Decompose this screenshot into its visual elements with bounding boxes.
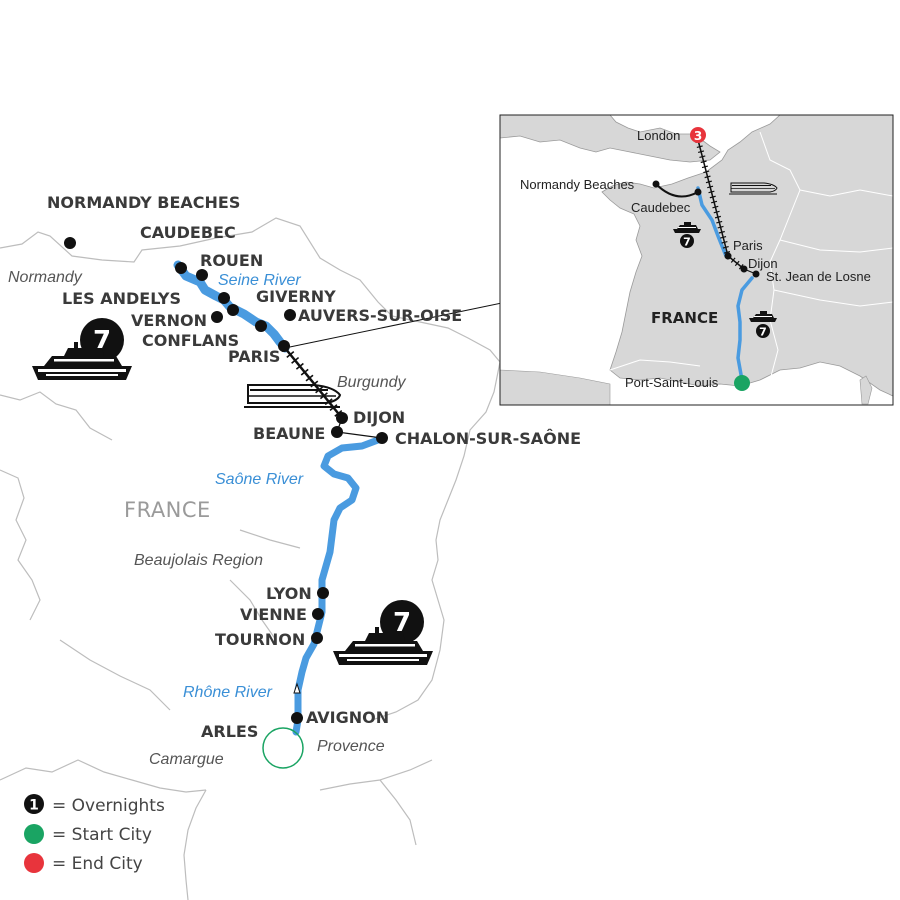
region-label-provence: Provence <box>317 738 385 755</box>
city-label-giverny: GIVERNY <box>256 287 336 306</box>
inset-label-caudebec: Caudebec <box>631 200 691 215</box>
region-label-burgundy: Burgundy <box>337 374 406 391</box>
city-label-dijon: DIJON <box>353 408 405 427</box>
svg-text:1: 1 <box>29 798 39 814</box>
region-label-camargue: Camargue <box>149 751 224 768</box>
legend-item-overnights: 1 = Overnights <box>24 794 165 816</box>
city-label-lyon: LYON <box>266 584 312 603</box>
city-label-conflans: CONFLANS <box>142 331 239 350</box>
river-label-saone: Saône River <box>215 471 304 488</box>
inset-overnight-seine: 7 <box>683 236 691 249</box>
legend: 1 = Overnights = Start City = End City <box>24 794 165 874</box>
end-city-marker-london <box>690 127 706 143</box>
city-label-auvers: AUVERS-SUR-OISE <box>298 306 462 325</box>
svg-text:7: 7 <box>393 608 411 638</box>
region-label-normandy: Normandy <box>8 269 83 286</box>
legend-item-end: = End City <box>24 853 143 874</box>
start-city-marker-port-saint-louis <box>734 375 750 391</box>
city-label-paris: PARIS <box>228 347 280 366</box>
region-label-beaujolais: Beaujolais Region <box>134 552 263 569</box>
country-borders <box>0 217 501 900</box>
inset-label-paris: Paris <box>733 238 763 253</box>
legend-item-start: = Start City <box>24 824 152 845</box>
svg-text:= Start City: = Start City <box>52 825 152 845</box>
city-label-chalon: CHALON-SUR-SAÔNE <box>395 429 581 448</box>
city-label-vienne: VIENNE <box>240 605 307 624</box>
london-nights: 3 <box>694 129 702 143</box>
train-icon <box>243 384 341 408</box>
inset-label-st-jean: St. Jean de Losne <box>766 269 871 284</box>
inset-label-london: London <box>637 128 680 143</box>
city-label-vernon: VERNON <box>131 311 207 330</box>
inset-label-normandy-beaches: Normandy Beaches <box>520 177 635 192</box>
svg-text:= Overnights: = Overnights <box>52 796 165 816</box>
inset-overnight-rhone: 7 <box>759 326 767 339</box>
city-label-caudebec: CAUDEBEC <box>140 223 236 242</box>
city-label-avignon: AVIGNON <box>306 708 389 727</box>
inset-map: 3 London Normandy Beaches Caudebec Paris… <box>499 114 894 406</box>
lock-marker <box>293 682 301 694</box>
city-markers <box>64 237 388 724</box>
saone-rhone-river <box>292 436 382 736</box>
country-label-france: FRANCE <box>124 498 211 522</box>
river-label-rhone: Rhône River <box>183 684 273 701</box>
city-label-beaune: BEAUNE <box>253 424 325 443</box>
inset-label-dijon: Dijon <box>748 256 778 271</box>
city-label-arles: ARLES <box>201 722 258 741</box>
river-label-seine: Seine River <box>218 272 301 289</box>
start-city-marker-arles <box>262 727 304 769</box>
city-label-rouen: ROUEN <box>200 251 263 270</box>
city-label-les-andelys: LES ANDELYS <box>62 289 181 308</box>
inset-country-label: FRANCE <box>651 309 718 327</box>
city-label-tournon: TOURNON <box>215 630 305 649</box>
svg-text:= End City: = End City <box>52 854 143 874</box>
inset-label-port-saint-louis: Port-Saint-Louis <box>625 375 719 390</box>
city-label-normandy-beaches: NORMANDY BEACHES <box>47 193 240 212</box>
